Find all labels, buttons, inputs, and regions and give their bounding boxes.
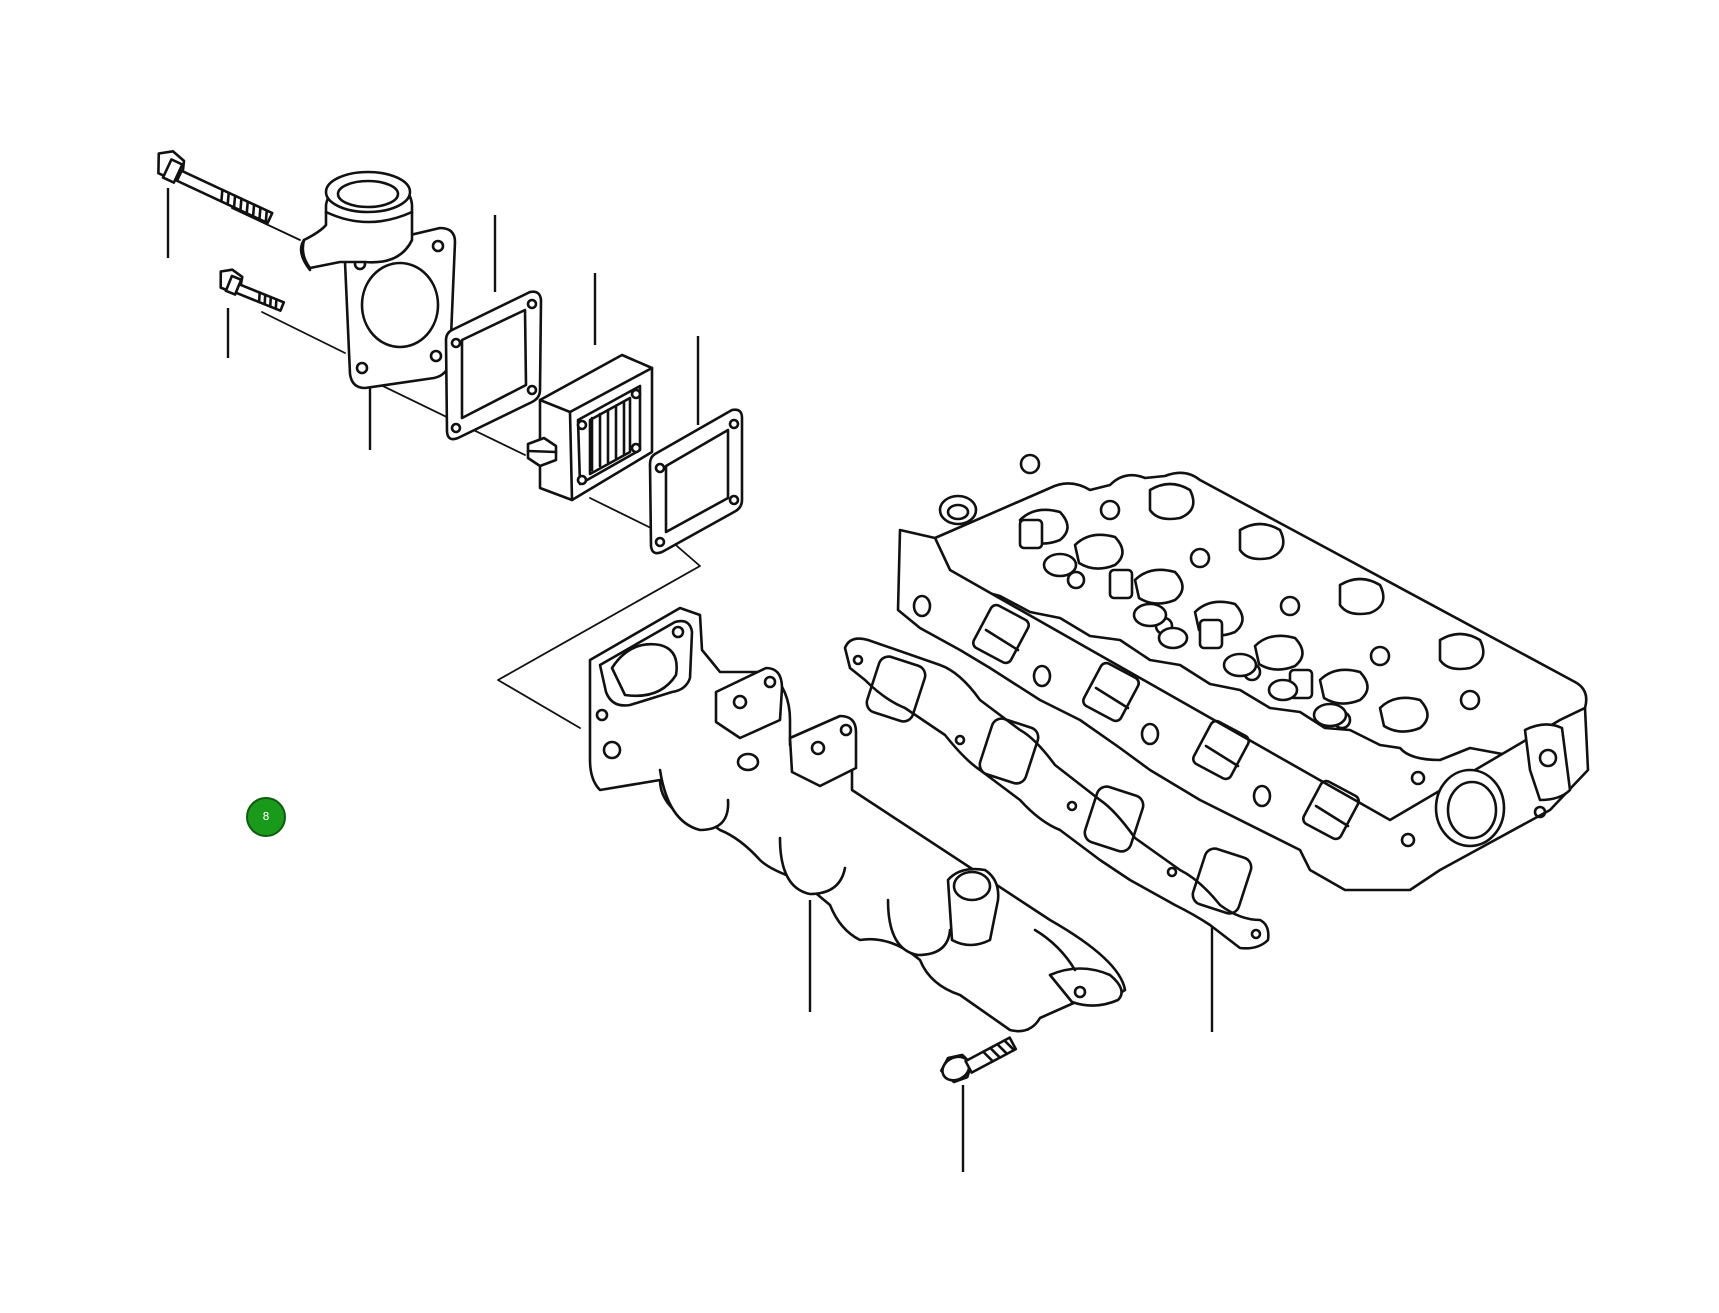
manifold-bolt-icon[interactable] [937, 1028, 1018, 1087]
manifold-gasket-icon[interactable] [843, 637, 1270, 950]
long-flange-bolt-icon[interactable] [150, 146, 278, 225]
callout-badge-8[interactable]: 8 [246, 797, 286, 837]
inlet-elbow-icon[interactable] [299, 170, 457, 390]
intake-heater-icon[interactable] [526, 353, 654, 502]
intake-manifold-icon[interactable] [588, 606, 1127, 1033]
cylinder-head-icon[interactable] [896, 453, 1590, 892]
elbow-gasket-icon[interactable] [444, 290, 543, 441]
injector-boss-icon [1018, 518, 1348, 728]
short-flange-bolt-icon[interactable] [215, 266, 288, 313]
assembly-alignment-lines [231, 207, 1029, 1031]
heater-gasket-icon[interactable] [648, 408, 744, 555]
